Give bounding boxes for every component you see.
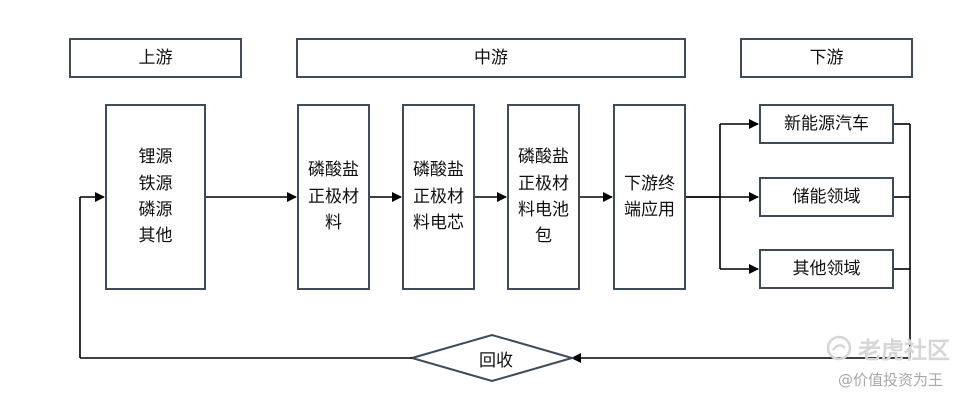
node-energy-storage: 储能领域 [759, 177, 894, 217]
node-cathode-cell-label: 磷酸盐 正极材 料电芯 [413, 160, 464, 234]
header-midstream: 中游 [296, 38, 686, 78]
node-other-fields: 其他领域 [759, 249, 894, 289]
node-raw-materials-label: 锂源 铁源 磷源 其他 [138, 147, 173, 247]
tiger-logo-icon [826, 335, 852, 361]
header-downstream-label: 下游 [809, 47, 844, 68]
node-cathode-pack-label: 磷酸盐 正极材 料电池 包 [518, 147, 569, 247]
node-nev-label: 新能源汽车 [784, 113, 869, 134]
watermark-brand: 老虎社区 [858, 338, 950, 364]
node-energy-storage-label: 储能领域 [792, 186, 861, 207]
node-cathode-cell: 磷酸盐 正极材 料电芯 [402, 104, 475, 290]
node-cathode-material-label: 磷酸盐 正极材 料 [308, 160, 359, 234]
node-other-fields-label: 其他领域 [792, 258, 861, 279]
header-upstream: 上游 [69, 38, 242, 78]
node-nev: 新能源汽车 [759, 104, 894, 144]
recycle-label: 回收 [479, 350, 513, 371]
node-end-application-label: 下游终 端应用 [624, 173, 675, 220]
header-upstream-label: 上游 [138, 47, 173, 68]
node-cathode-material: 磷酸盐 正极材 料 [297, 104, 370, 290]
node-raw-materials: 锂源 铁源 磷源 其他 [105, 104, 206, 290]
node-cathode-pack: 磷酸盐 正极材 料电池 包 [507, 104, 580, 290]
watermark-author: @价值投资为王 [838, 371, 944, 389]
recycle-diamond [408, 333, 576, 383]
node-end-application: 下游终 端应用 [613, 104, 686, 290]
watermark-logo: 老虎社区 [826, 331, 950, 365]
header-downstream: 下游 [740, 38, 913, 78]
header-midstream-label: 中游 [474, 47, 508, 68]
